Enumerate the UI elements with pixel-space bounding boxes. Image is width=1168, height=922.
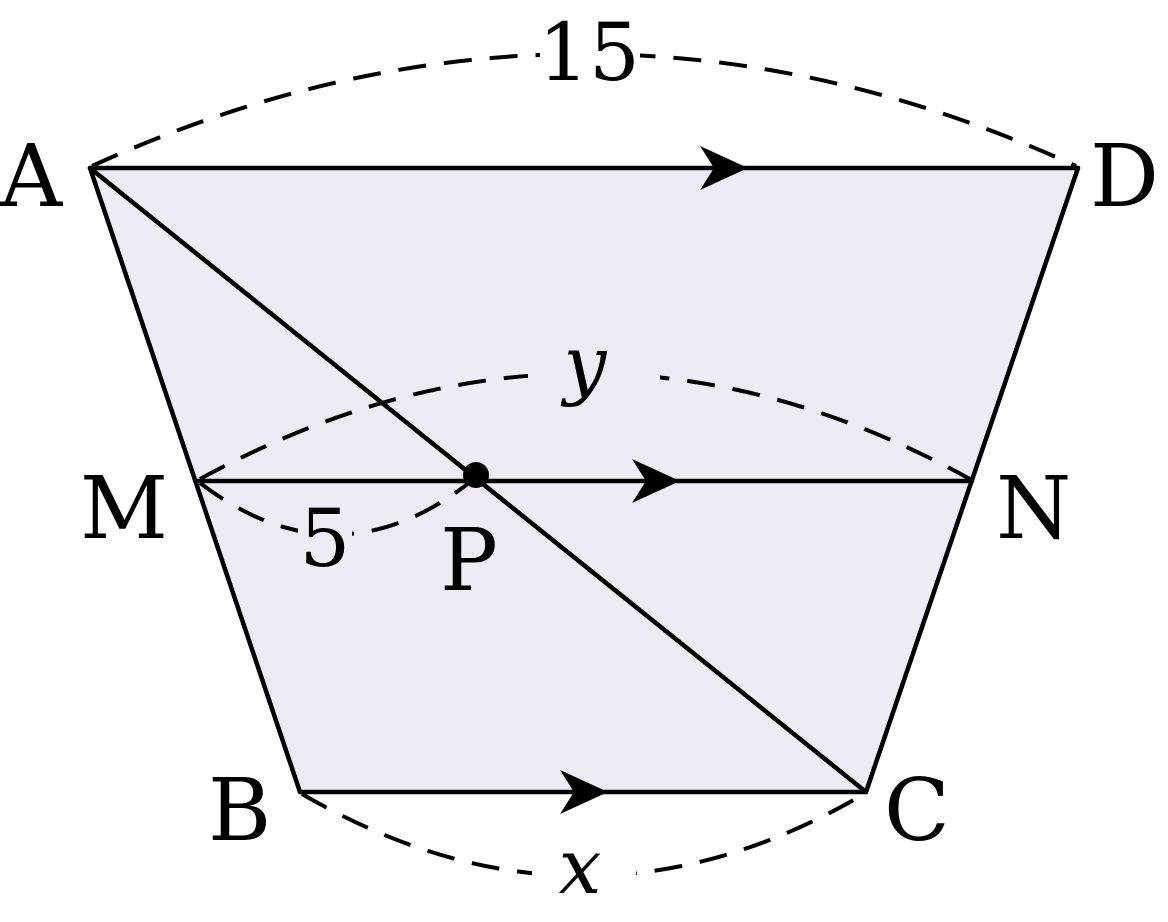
arrow-bc-icon <box>560 770 608 814</box>
point-b-label: B <box>208 761 271 861</box>
point-p-label: P <box>440 511 498 611</box>
point-m-label: M <box>80 459 168 559</box>
point-c-label: C <box>884 761 950 861</box>
arrow-ad-icon <box>700 146 748 190</box>
point-a-label: A <box>0 127 63 227</box>
point-d-label: D <box>1090 127 1159 227</box>
measure-mn-label: y <box>561 319 608 408</box>
measure-ad-label: 15 <box>538 6 640 99</box>
measure-mp-label: 5 <box>300 492 351 585</box>
arrow-mn-icon <box>632 459 680 503</box>
side-ab <box>87 165 303 795</box>
measure-bc-label: x <box>559 822 602 911</box>
point-n-label: N <box>996 459 1071 559</box>
